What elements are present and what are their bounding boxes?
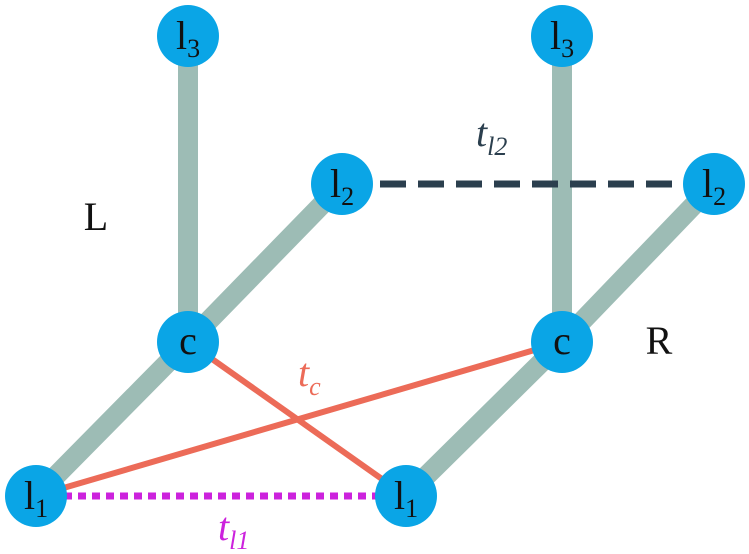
- node-right-l3: l3: [531, 5, 593, 67]
- label-right-R: R: [646, 318, 673, 363]
- node-right-l1: l1: [375, 465, 437, 527]
- node-left-l3: l3: [157, 5, 219, 67]
- svg-text:l3: l3: [550, 13, 574, 63]
- svg-text:l3: l3: [176, 13, 200, 63]
- node-left-l1: l1: [5, 465, 67, 527]
- svg-text:l1: l1: [394, 473, 418, 523]
- bond-left-c-l2: [178, 174, 352, 352]
- svg-text:l2: l2: [702, 161, 726, 211]
- svg-text:c: c: [553, 318, 571, 363]
- node-right-l2: l2: [683, 153, 745, 215]
- label-tl1: tl1: [218, 504, 249, 554]
- svg-text:c: c: [179, 318, 197, 363]
- node-left-c: c: [157, 311, 219, 373]
- hopping-tc-line-b: [35, 339, 563, 499]
- bond-left-c-l1: [26, 332, 198, 506]
- label-left-L: L: [84, 194, 108, 239]
- bond-right-c-l1: [396, 332, 572, 506]
- svg-text:l2: l2: [330, 161, 354, 211]
- label-tl2: tl2: [476, 110, 507, 161]
- bond-right-c-l2: [552, 174, 724, 352]
- svg-text:l1: l1: [24, 473, 48, 523]
- label-tc: tc: [298, 350, 321, 401]
- node-left-l2: l2: [311, 153, 373, 215]
- node-right-c: c: [531, 311, 593, 373]
